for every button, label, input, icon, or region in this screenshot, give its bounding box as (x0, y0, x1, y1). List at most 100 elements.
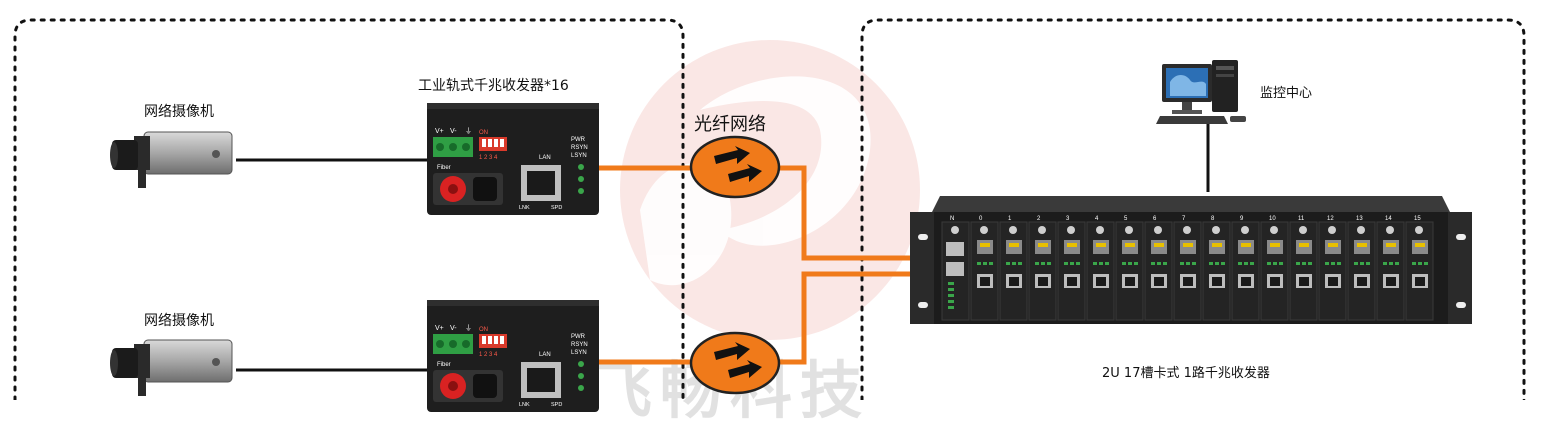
slot-screw (1357, 226, 1365, 234)
slot-led (983, 262, 987, 265)
power-terminal-label: ⏚ (465, 127, 472, 135)
chassis-slot (1347, 221, 1376, 321)
sfp-latch (980, 243, 990, 247)
slot-number-label: 7 (1182, 216, 1186, 222)
slot-led (1337, 262, 1341, 265)
slot-led (1064, 262, 1068, 265)
fiber-port-label: Fiber (437, 165, 451, 171)
lan-port-socket (527, 368, 555, 392)
slot-led (1279, 262, 1283, 265)
rack-mount-hole (918, 234, 928, 240)
transceiver-group-label: 工业轨式千兆收发器*16 (418, 78, 569, 94)
power-terminal-label: V+ (435, 128, 444, 135)
slot-number-label: 8 (1211, 216, 1215, 222)
chassis-slot (1318, 221, 1347, 321)
slot-led (1012, 262, 1016, 265)
slot-led (1105, 262, 1109, 265)
dip-switch (500, 139, 504, 147)
management-led (948, 306, 954, 309)
power-terminal-label: V- (450, 325, 457, 332)
network-diagram: 飞畅科技 (13, 18, 1526, 427)
slot-led (1354, 262, 1358, 265)
slot-rj45-socket (1328, 277, 1338, 286)
power-terminal-label: ⏚ (465, 324, 472, 332)
power-terminal-label: V+ (435, 325, 444, 332)
slot-led (1424, 262, 1428, 265)
slot-screw (1154, 226, 1162, 234)
slot-led (1296, 262, 1300, 265)
rack-mount-hole (1456, 234, 1466, 240)
fiber-network-symbol-top (689, 135, 781, 199)
sfp-latch (1386, 243, 1396, 247)
monitor-center-label: 监控中心 (1260, 86, 1313, 101)
slot-led (1331, 262, 1335, 265)
slot-led (1192, 262, 1196, 265)
slot-led (1244, 262, 1248, 265)
lnk-label: LNK (519, 402, 530, 408)
slot-led (1157, 262, 1161, 265)
fiber-connector-center (448, 381, 458, 391)
slot-led (1302, 262, 1306, 265)
slot-led (1035, 262, 1039, 265)
lan-port-label: LAN (539, 352, 551, 358)
slot-led (1041, 262, 1045, 265)
fiber-network-symbol-bottom (689, 331, 781, 395)
sfp-latch (1270, 243, 1280, 247)
ip-camera-icon-top (110, 131, 233, 188)
left-site-boundary (13, 18, 685, 400)
sfp-latch (1212, 243, 1222, 247)
fiber-port-second (473, 374, 497, 398)
chassis-slot (1057, 221, 1086, 321)
dip-on-label: ON (479, 130, 488, 136)
camera-label-bottom: 网络摄像机 (144, 313, 214, 329)
slot-screw (1270, 226, 1278, 234)
slot-led (1151, 262, 1155, 265)
lan-port-socket (527, 171, 555, 195)
slot-screw (1009, 226, 1017, 234)
slot-led (1215, 262, 1219, 265)
sfp-latch (1328, 243, 1338, 247)
slot-number-label: N (950, 216, 954, 222)
slot-led (1221, 262, 1225, 265)
slot-number-label: 9 (1240, 216, 1244, 222)
dip-switch (482, 336, 486, 344)
slot-rj45-socket (1386, 277, 1396, 286)
slot-led (1006, 262, 1010, 265)
slot-led (977, 262, 981, 265)
slot-led (1070, 262, 1074, 265)
terminal-screw (462, 143, 470, 151)
slot-screw (1183, 226, 1191, 234)
slot-led (989, 262, 993, 265)
slot-screw (1038, 226, 1046, 234)
slot-rj45-socket (1125, 277, 1135, 286)
transceiver-top-edge (427, 300, 599, 306)
dip-switch (488, 139, 492, 147)
slot-led (1186, 262, 1190, 265)
lnk-label: LNK (519, 205, 530, 211)
slot-led (1093, 262, 1097, 265)
status-led-label: RSYN (571, 342, 588, 348)
status-led-label: LSYN (571, 350, 587, 356)
terminal-screw (436, 143, 444, 151)
status-led-label: RSYN (571, 145, 588, 151)
chassis-slot (1144, 221, 1173, 321)
management-led (948, 288, 954, 291)
slot-led (1047, 262, 1051, 265)
slot-rj45-socket (1154, 277, 1164, 286)
status-led-label: PWR (571, 334, 586, 340)
slot-led (1238, 262, 1242, 265)
chassis-slot (1173, 221, 1202, 321)
terminal-screw (449, 143, 457, 151)
slot-number-label: 3 (1066, 216, 1070, 222)
fiber-network-label: 光纤网络 (694, 114, 766, 135)
slot-rj45-socket (1241, 277, 1251, 286)
spd-label: SPD (551, 205, 562, 211)
status-led (578, 176, 584, 182)
slot-screw (1067, 226, 1075, 234)
slot-led (1412, 262, 1416, 265)
chassis-slot (1405, 221, 1434, 321)
chassis-slot (1231, 221, 1260, 321)
fiber-link-top (597, 165, 915, 261)
